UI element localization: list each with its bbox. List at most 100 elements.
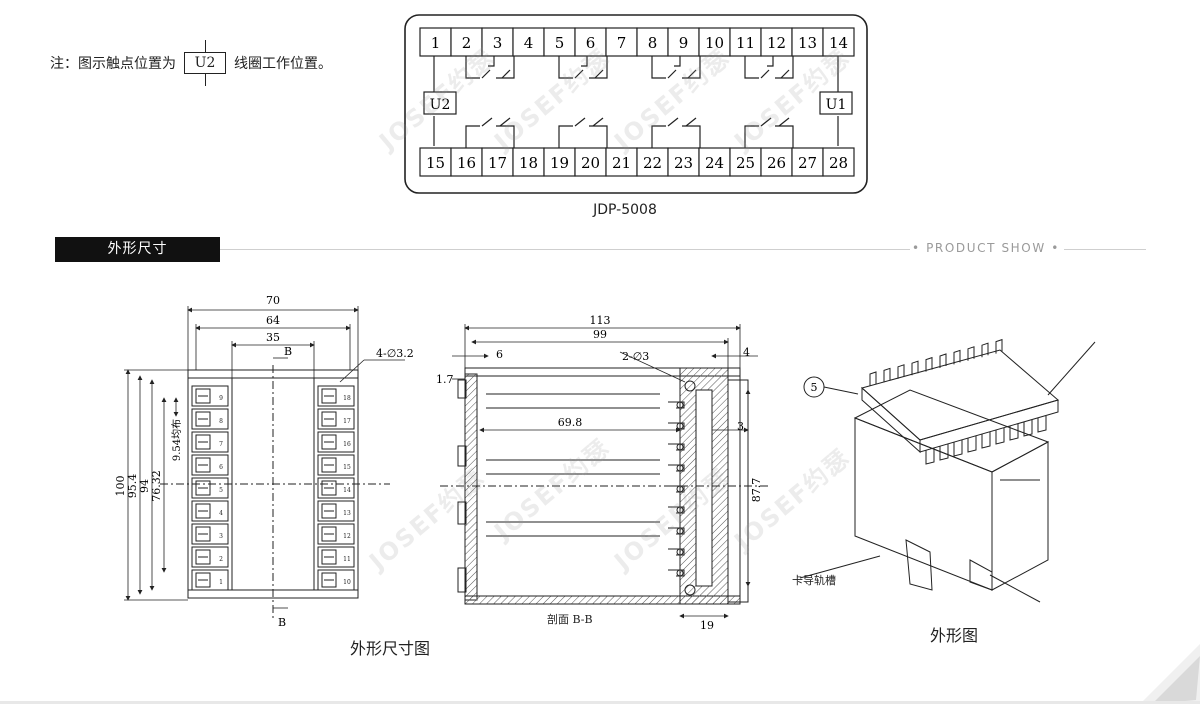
top-terminal-number: 6: [586, 34, 596, 52]
top-terminal-number: 4: [524, 34, 534, 52]
left-screw-icon: [195, 572, 211, 588]
bottom-terminal-number: 24: [705, 154, 724, 172]
left-screw-icon: [195, 480, 211, 496]
bottom-terminal-number: 17: [488, 154, 507, 172]
right-pin-number: 16: [343, 441, 351, 448]
right-pin-number: 18: [343, 395, 351, 402]
coil-symbol-label: U2: [194, 55, 216, 71]
right-pin-number: 11: [343, 556, 351, 563]
dimension-drawing-caption: 外形尺寸图: [350, 639, 431, 658]
left-screw-icon: [195, 457, 211, 473]
iso-terminal: [981, 432, 991, 449]
right-terminal: [317, 408, 355, 430]
bottom-terminal-number: 15: [426, 154, 445, 172]
dim-70: 70: [266, 294, 280, 307]
top-terminal-cell: [574, 27, 607, 57]
dim-64: 64: [266, 314, 280, 327]
iso-terminal: [1037, 416, 1047, 433]
dim-76-32: 76.32: [150, 470, 163, 502]
bottom-terminal-cell: [822, 147, 855, 177]
terminal-hole: [676, 485, 684, 493]
left-screw-icon: [195, 503, 211, 519]
right-screw-icon: [321, 388, 337, 404]
right-terminal: [317, 523, 355, 545]
top-terminal-number: 12: [767, 34, 786, 52]
right-terminal: [317, 477, 355, 499]
dim-3: 3: [737, 420, 744, 433]
left-terminal: [191, 546, 229, 568]
left-terminal: [191, 431, 229, 453]
bottom-terminal-number: 16: [457, 154, 476, 172]
bottom-border: [0, 701, 1200, 704]
top-terminal-number: 11: [736, 34, 755, 52]
bottom-terminal-cell: [543, 147, 576, 177]
top-terminal-cell: [512, 27, 545, 57]
dim-99: 99: [593, 328, 607, 341]
section-divider-right: [1064, 249, 1146, 250]
right-terminal: [317, 569, 355, 591]
side-hole-label: 2-∅3: [622, 350, 649, 363]
callout-5: 5: [811, 381, 818, 394]
terminal-hole: [676, 548, 684, 556]
top-terminal-number: 7: [617, 34, 627, 52]
iso-terminal: [995, 428, 1005, 445]
right-screw-icon: [321, 503, 337, 519]
iso-terminal: [939, 353, 947, 368]
coil-note: 注：图示触点位置为 U2 线圈工作位置。: [50, 40, 332, 86]
bottom-terminal-cell: [667, 147, 700, 177]
bottom-terminal-number: 28: [829, 154, 848, 172]
left-terminal: [191, 500, 229, 522]
right-pin-number: 15: [343, 464, 351, 471]
bottom-terminal-cell: [450, 147, 483, 177]
section-mark-bottom: B: [278, 616, 286, 629]
right-pin-number: 10: [343, 579, 351, 586]
pitch-label: 9.54均布: [171, 419, 183, 461]
right-screw-icon: [321, 572, 337, 588]
product-show-text: PRODUCT SHOW: [926, 241, 1046, 255]
bottom-terminal-cell: [791, 147, 824, 177]
bottom-terminal-number: 26: [767, 154, 786, 172]
right-terminal: [317, 454, 355, 476]
top-terminal-cell: [760, 27, 793, 57]
bottom-terminal-number: 25: [736, 154, 755, 172]
terminal-hole: [676, 443, 684, 451]
top-terminal-cell: [481, 27, 514, 57]
top-terminal-cell: [605, 27, 638, 57]
section-mark-top: B: [284, 345, 292, 358]
left-pin-number: 8: [219, 418, 223, 425]
bottom-terminal-cell: [760, 147, 793, 177]
coil-u2-box: [423, 91, 457, 115]
isometric-view: [799, 338, 1096, 603]
dim-6: 6: [496, 348, 503, 361]
coil-u2-label: U2: [430, 97, 451, 113]
right-screw-icon: [321, 411, 337, 427]
dim-4: 4: [743, 346, 750, 359]
right-terminal: [317, 385, 355, 407]
section-divider: [220, 249, 910, 250]
iso-terminal: [981, 342, 989, 358]
left-pin-number: 2: [219, 556, 223, 563]
left-terminal: [191, 385, 229, 407]
left-terminal: [191, 523, 229, 545]
left-pin-number: 9: [219, 395, 223, 402]
right-screw-icon: [321, 457, 337, 473]
top-terminal-number: 14: [829, 34, 848, 52]
top-terminal-number: 8: [648, 34, 658, 52]
iso-terminal: [1009, 424, 1019, 441]
dim-1-7: 1.7: [436, 373, 454, 386]
left-pin-number: 1: [219, 579, 223, 586]
left-pin-number: 7: [219, 441, 223, 448]
section-title: 外形尺寸: [55, 237, 220, 262]
iso-terminal: [939, 444, 949, 461]
left-screw-icon: [195, 526, 211, 542]
iso-terminal: [953, 440, 963, 457]
right-pin-number: 13: [343, 510, 351, 517]
right-terminal: [317, 431, 355, 453]
bottom-terminal-number: 18: [519, 154, 538, 172]
bottom-terminal-cell: [605, 147, 638, 177]
left-screw-icon: [195, 434, 211, 450]
bottom-terminal-cell: [698, 147, 731, 177]
coil-u1-label: U1: [826, 97, 847, 113]
